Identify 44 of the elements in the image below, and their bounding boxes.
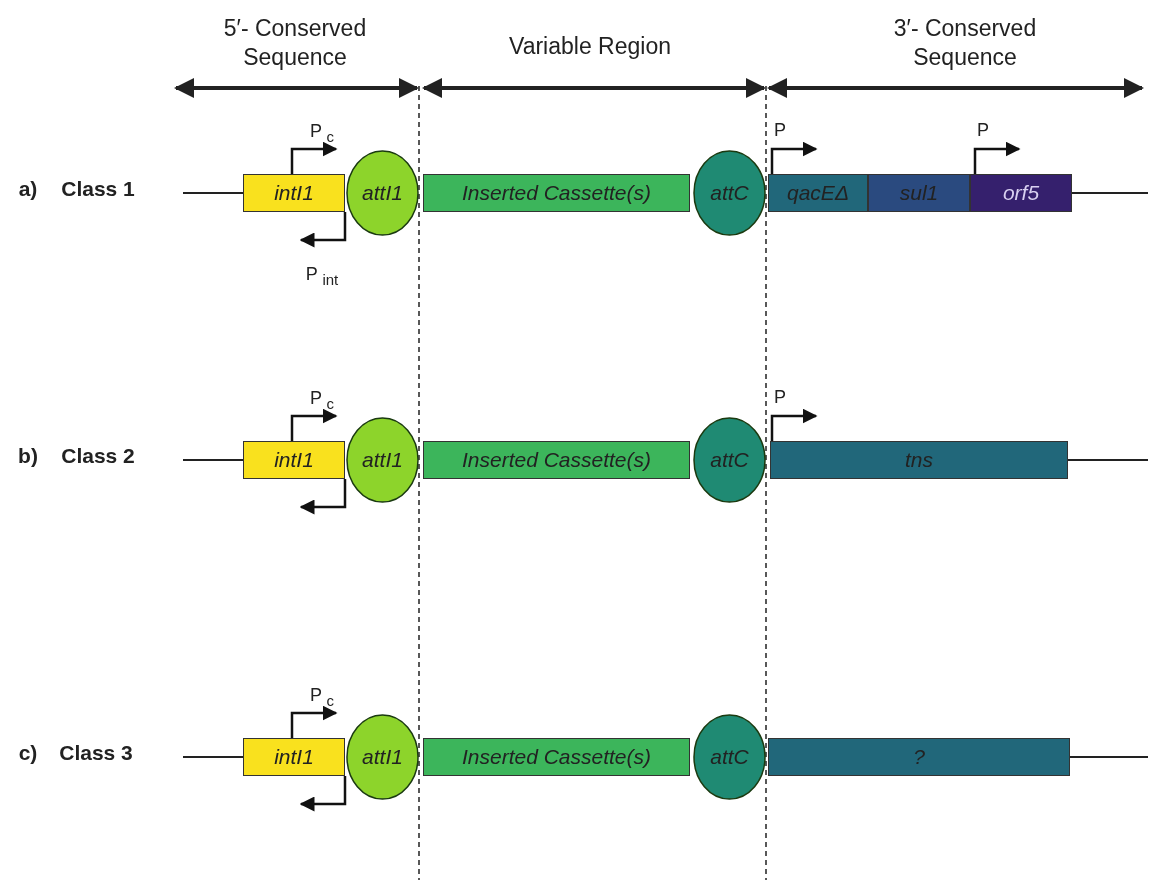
site-label: attC	[710, 448, 749, 472]
gene-box	[768, 174, 868, 212]
gene-box	[243, 441, 345, 479]
promoter-label: P $_{int}$	[305, 264, 339, 288]
gene-box	[423, 738, 690, 776]
gene-label: orf5	[1002, 181, 1040, 205]
promoter-label: P $_{c}$	[309, 685, 335, 709]
gene-box	[423, 174, 690, 212]
region-heading: 5′- Conserved Sequence	[222, 14, 368, 72]
region-heading: Variable Region	[508, 32, 672, 61]
promoter-label: P $_{c}$	[309, 121, 335, 145]
site-label: attC	[710, 745, 749, 769]
gene-label: qacEΔ	[787, 181, 849, 205]
gene-box	[970, 174, 1072, 212]
gene-box	[770, 441, 1068, 479]
gene-box	[243, 738, 345, 776]
class-label: Class 1	[61, 177, 135, 201]
gene-box	[768, 738, 1070, 776]
panel-letter: a)	[18, 177, 38, 201]
gene-label: sul1	[899, 181, 939, 205]
gene-label: ?	[913, 745, 925, 769]
gene-label: Inserted Cassette(s)	[461, 181, 652, 205]
panel-letter: b)	[18, 444, 38, 468]
promoter-label: P	[977, 120, 989, 141]
site-label: attI1	[362, 181, 403, 205]
promoter-label: P	[774, 387, 786, 408]
gene-label: tns	[905, 448, 933, 472]
gene-label: Inserted Cassette(s)	[461, 448, 652, 472]
site-label: attI1	[362, 745, 403, 769]
gene-label: intI1	[274, 181, 314, 205]
region-heading: 3′- Conserved Sequence	[892, 14, 1038, 72]
gene-label: Inserted Cassette(s)	[461, 745, 652, 769]
promoter-label: P $_{c}$	[309, 388, 335, 412]
gene-label: intI1	[274, 448, 314, 472]
promoter-label: P	[774, 120, 786, 141]
site-label: attC	[710, 181, 749, 205]
class-label: Class 2	[61, 444, 135, 468]
gene-label: intI1	[274, 745, 314, 769]
class-label: Class 3	[59, 741, 133, 765]
gene-box	[243, 174, 345, 212]
panel-letter: c)	[18, 741, 38, 765]
gene-box	[868, 174, 970, 212]
gene-box	[423, 441, 690, 479]
site-label: attI1	[362, 448, 403, 472]
